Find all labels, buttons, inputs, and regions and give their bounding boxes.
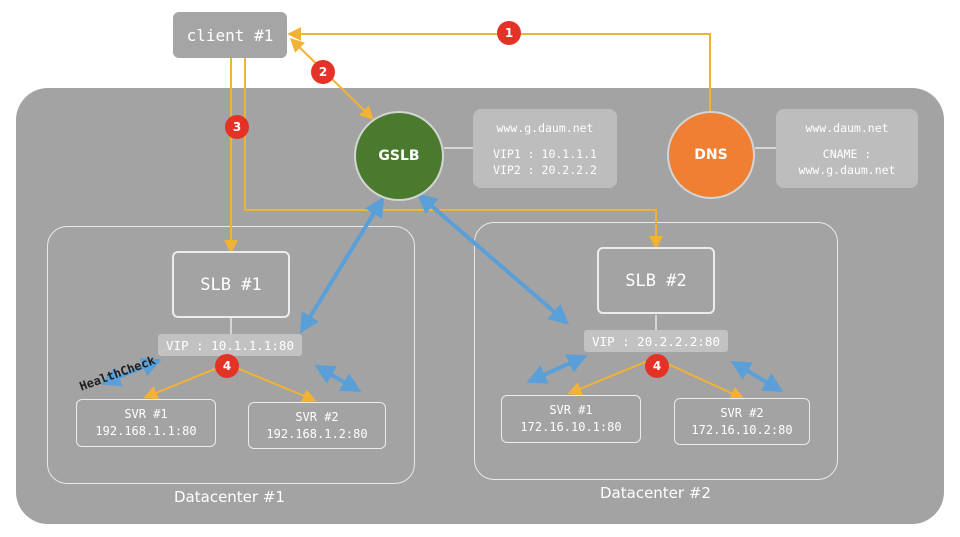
step-2-badge: 2 <box>311 60 335 84</box>
datacenter-2-label: Datacenter #2 <box>600 484 711 502</box>
gslb-info-vip2: VIP2 : 20.2.2.2 <box>493 162 597 177</box>
vip2-to-svr2-arrow <box>654 357 745 400</box>
gslb-info-vip1: VIP1 : 10.1.1.1 <box>493 146 597 161</box>
slb-2-box: SLB #2 <box>597 247 715 314</box>
dc1-svr-2-name: SVR #2 <box>295 409 339 424</box>
dc1-svr-1-box: SVR #1 192.168.1.1:80 <box>76 399 216 447</box>
dns-node: DNS <box>667 111 755 199</box>
slb2-svr1-healthcheck-arrow <box>526 354 588 384</box>
slb1-svr2-healthcheck-arrow <box>314 365 362 392</box>
slb2-svr2-healthcheck-arrow <box>730 360 784 393</box>
gslb-vip2-healthcheck-arrow <box>416 193 570 325</box>
gslb-node: GSLB <box>354 111 444 201</box>
slb1-svr1-healthcheck-arrow <box>100 357 162 387</box>
gslb-vip1-healthcheck-arrow <box>299 196 385 334</box>
dns-info-cname-value: www.g.daum.net <box>798 162 896 177</box>
step-3-badge: 3 <box>225 115 249 139</box>
dns-to-client-arrow <box>287 27 711 116</box>
gslb-info-domain: www.g.daum.net <box>496 120 594 135</box>
dc2-svr-2-box: SVR #2 172.16.10.2:80 <box>674 398 810 445</box>
dc1-svr-2-addr: 192.168.1.2:80 <box>266 426 368 441</box>
dns-info-box: www.daum.net CNAME : www.g.daum.net <box>776 109 918 188</box>
vip1-to-svr2-arrow <box>226 363 317 403</box>
dc2-svr-1-name: SVR #1 <box>549 403 593 417</box>
dc2-svr-1-addr: 172.16.10.1:80 <box>520 420 622 434</box>
dns-info-domain: www.daum.net <box>805 120 889 135</box>
dns-info-cname-label: CNAME : <box>822 146 872 161</box>
dc1-svr-1-addr: 192.168.1.1:80 <box>95 424 197 438</box>
step-4-badge-dc1: 4 <box>215 354 239 378</box>
step-1-badge: 1 <box>497 21 521 45</box>
client-box: client #1 <box>173 12 287 58</box>
gslb-info-box: www.g.daum.net VIP1 : 10.1.1.1 VIP2 : 20… <box>473 109 617 188</box>
vip1-to-svr1-arrow <box>143 363 228 400</box>
dc1-svr-2-box: SVR #2 192.168.1.2:80 <box>248 402 386 449</box>
vip-2-label: VIP : 20.2.2.2:80 <box>584 330 728 352</box>
dc2-svr-2-name: SVR #2 <box>720 405 764 420</box>
dc1-svr-1-name: SVR #1 <box>124 407 168 421</box>
vip-1-label: VIP : 10.1.1.1:80 <box>158 334 302 356</box>
dc2-svr-1-box: SVR #1 172.16.10.1:80 <box>501 395 641 443</box>
dc2-svr-2-addr: 172.16.10.2:80 <box>691 422 793 437</box>
step-4-badge-dc2: 4 <box>645 354 669 378</box>
slb-1-box: SLB #1 <box>172 251 290 318</box>
vip2-to-svr1-arrow <box>567 357 656 396</box>
datacenter-1-label: Datacenter #1 <box>174 488 285 506</box>
